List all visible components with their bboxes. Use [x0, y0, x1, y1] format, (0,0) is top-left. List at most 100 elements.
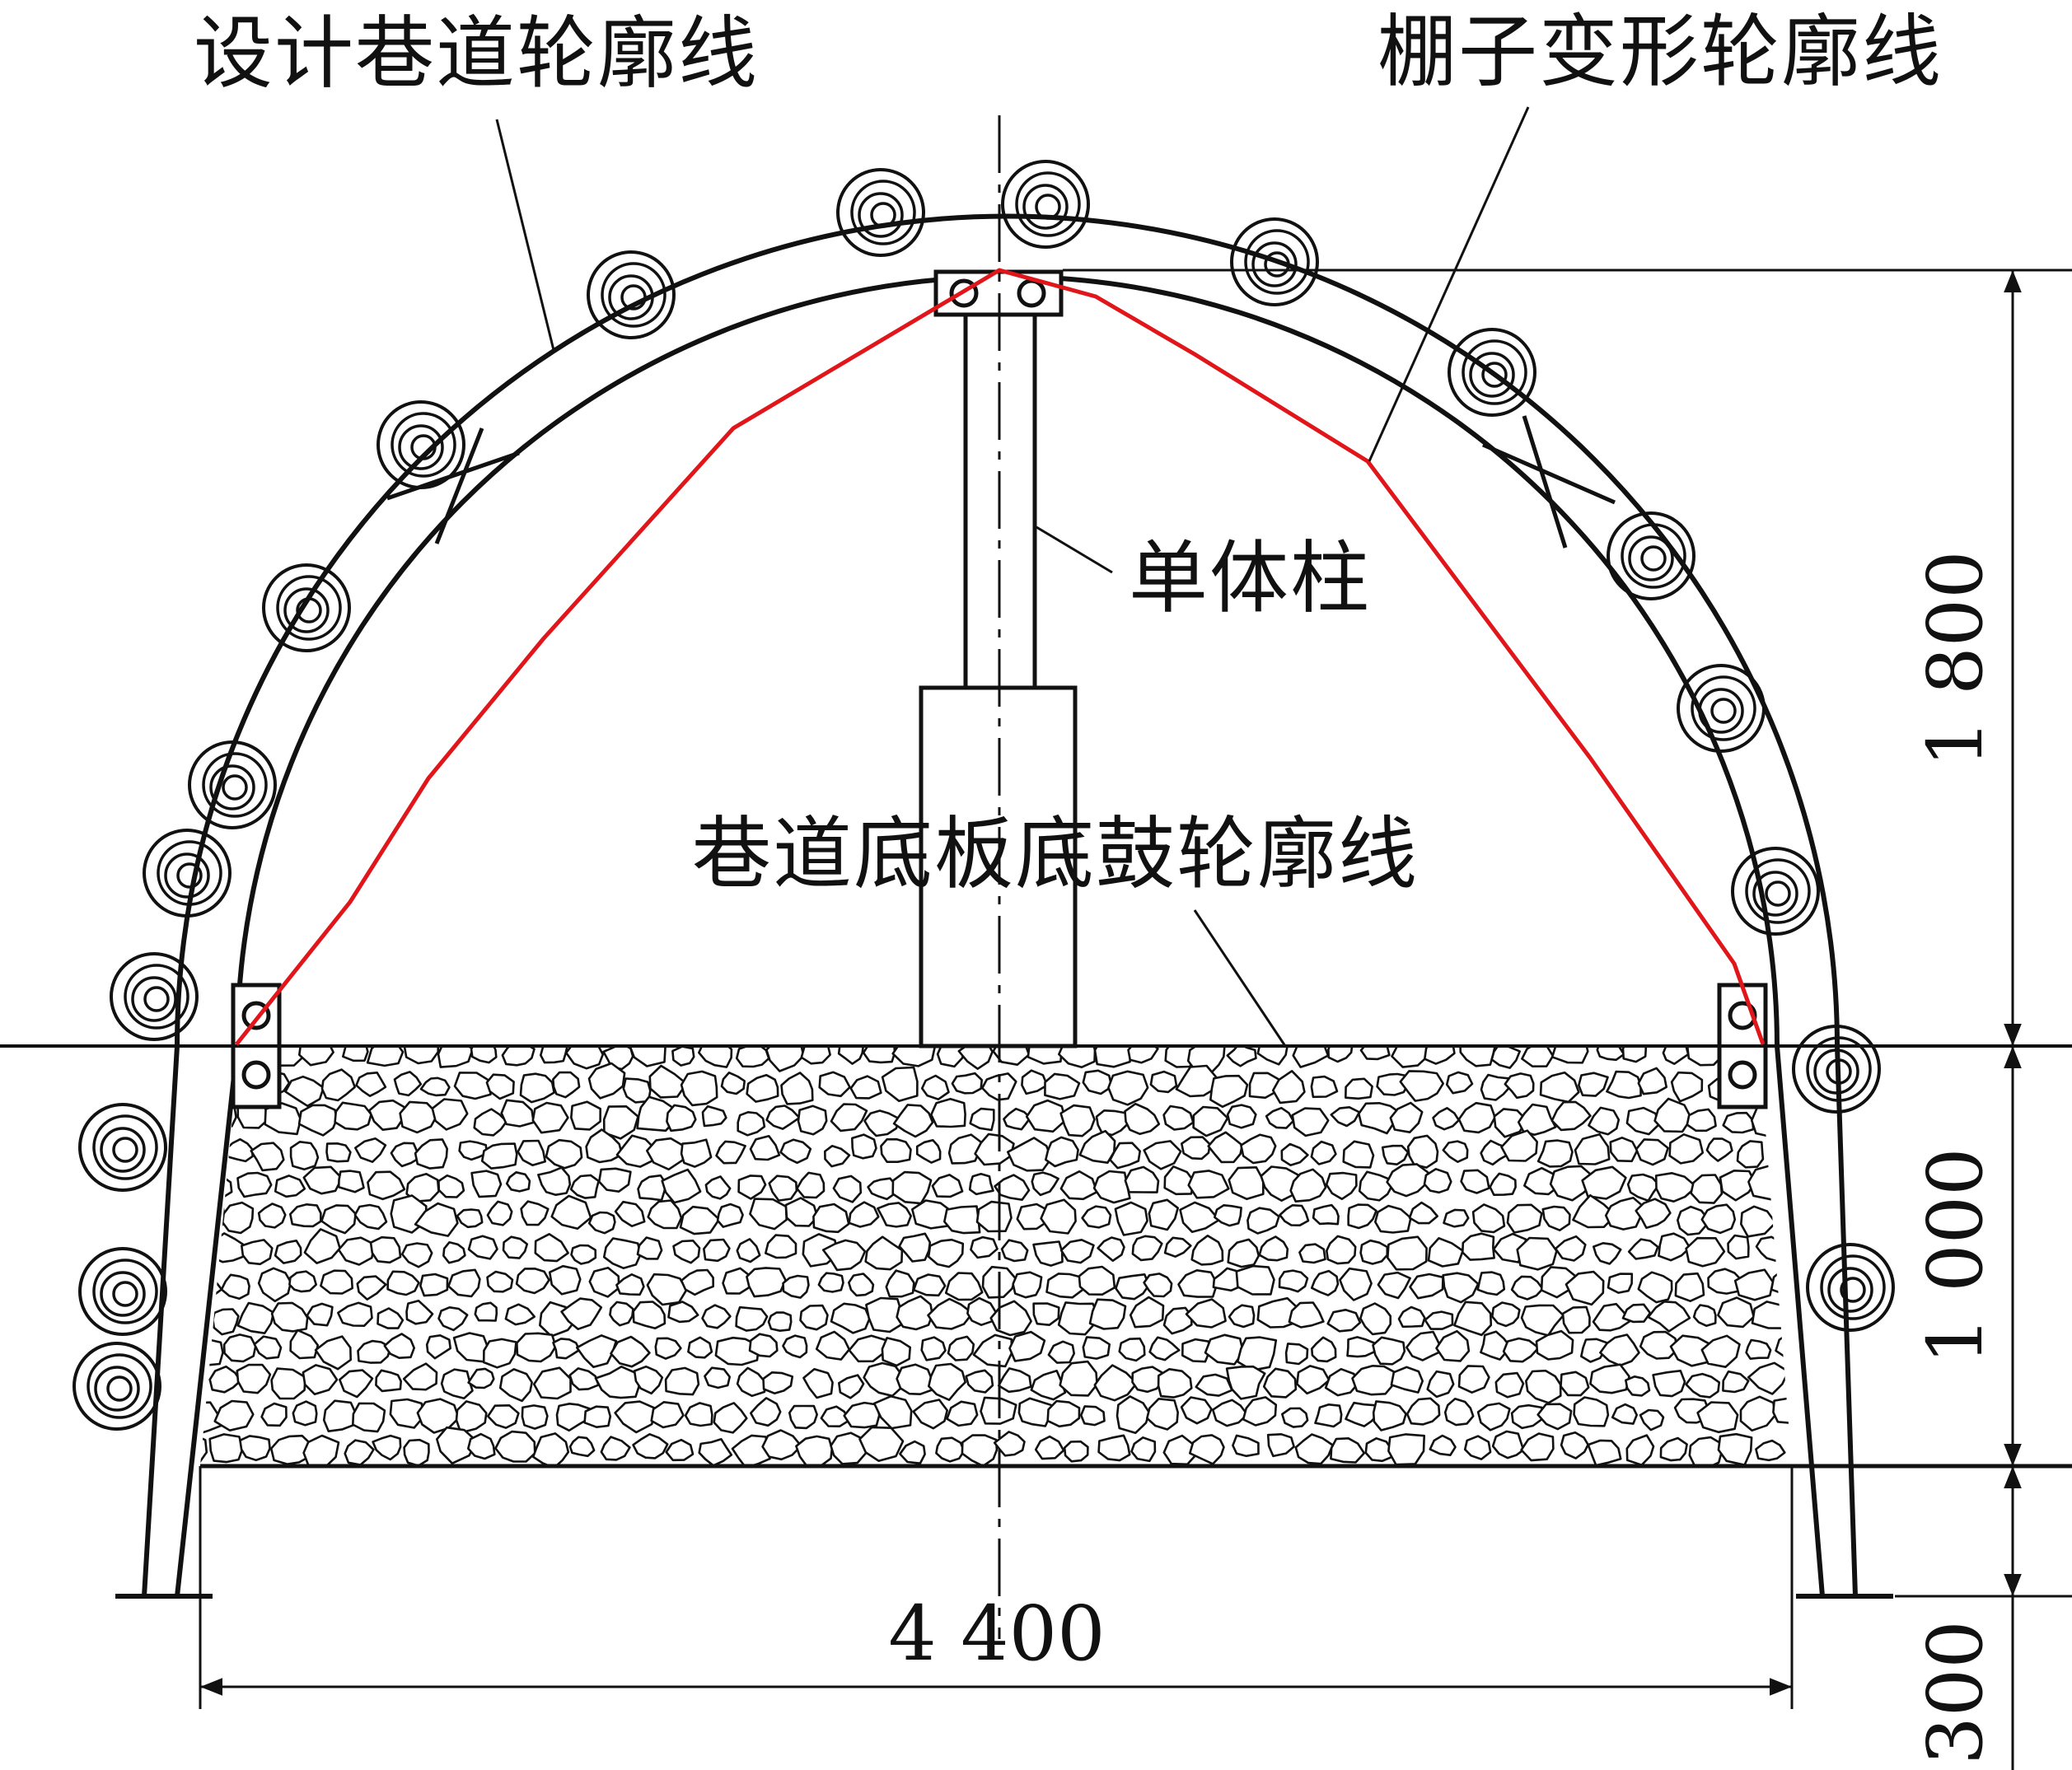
rubble-stone: [1443, 1398, 1475, 1427]
rubble-stone: [1502, 1337, 1540, 1363]
rubble-stone: [274, 1240, 302, 1264]
rubble-stone: [1228, 1166, 1265, 1201]
rubble-stone: [848, 1201, 880, 1228]
rubble-stone: [1232, 1434, 1260, 1458]
rubble-stone: [480, 1142, 518, 1170]
rubble-stone: [1500, 1129, 1538, 1162]
timber-log: [1677, 664, 1766, 753]
rubble-stone: [1312, 1203, 1340, 1226]
rubble-stone: [1157, 1368, 1193, 1399]
rubble-stone: [594, 1366, 641, 1399]
rubble-stone: [1471, 1203, 1506, 1234]
rubble-stone: [1185, 1298, 1227, 1329]
rubble-stone: [1770, 1263, 1792, 1296]
rubble-stone: [458, 1140, 489, 1161]
rubble-stone: [698, 1438, 733, 1466]
rubble-stone: [355, 1072, 387, 1097]
rubble-stone: [1242, 1396, 1278, 1427]
rubble-stone: [628, 1046, 667, 1067]
rubble-stone: [1226, 1104, 1257, 1129]
rubble-stone: [1007, 1137, 1053, 1172]
rubble-stone: [1535, 1329, 1574, 1361]
rubble-stone: [1541, 1205, 1571, 1231]
rubble-stone: [1081, 1205, 1112, 1229]
dim-heave-depth-value: 1 000: [1911, 1147, 2000, 1364]
rubble-stone: [654, 1337, 682, 1360]
rubble-stone: [768, 1175, 798, 1202]
rubble-stone: [517, 1139, 547, 1166]
rubble-stone: [736, 1238, 761, 1263]
rubble-stone: [664, 1366, 700, 1396]
rubble-stone: [1453, 1301, 1493, 1337]
rubble-stone: [1755, 1439, 1786, 1462]
rubble-stone: [437, 1306, 469, 1332]
rubble-stone: [274, 1175, 306, 1198]
rubble-stone: [1045, 1273, 1085, 1299]
rubble-stone: [1114, 1201, 1148, 1236]
rubble-stone: [782, 1334, 808, 1359]
rubble-stone: [1047, 1340, 1075, 1364]
rubble-stone: [1310, 1269, 1340, 1296]
rubble-stone: [716, 1203, 744, 1228]
rubble-stone: [636, 1236, 663, 1260]
rubble-stone: [1435, 1329, 1471, 1362]
rubble-stone: [880, 1137, 912, 1163]
rubble-stone: [1443, 1208, 1470, 1228]
rubble-stone: [1189, 1434, 1225, 1465]
rubble-stone: [1289, 1168, 1327, 1203]
rubble-stone: [587, 1062, 626, 1100]
rubble-stone: [1093, 1364, 1138, 1402]
rubble-stone: [1637, 1067, 1667, 1095]
rubble-stone: [414, 1202, 459, 1237]
rubble-stone: [947, 1335, 975, 1361]
top-pin-right: [1017, 278, 1046, 308]
rubble-stone: [1406, 1134, 1439, 1169]
rubble-stone: [1246, 1207, 1280, 1235]
rubble-stone: [1059, 1104, 1096, 1137]
rubble-stone: [367, 1170, 406, 1201]
rubble-stone: [1377, 1271, 1411, 1300]
rubble-stone: [1727, 1234, 1750, 1260]
rubble-stone: [661, 1168, 702, 1204]
rubble-stone: [633, 1365, 664, 1395]
rubble-stone: [550, 1194, 592, 1230]
rubble-stone: [1148, 1198, 1179, 1231]
rubble-stone: [1625, 1375, 1651, 1397]
rubble-stone: [1059, 1170, 1098, 1201]
rubble-stone: [749, 1397, 782, 1427]
timber-log: [836, 168, 925, 257]
rubble-stone: [632, 1301, 667, 1329]
rubble-stone: [1000, 1239, 1029, 1263]
rubble-stone: [1326, 1309, 1362, 1333]
rubble-stone: [881, 1066, 919, 1103]
rubble-stone: [1342, 1140, 1375, 1169]
rubble-stone: [551, 1071, 581, 1099]
rubble-stone: [257, 1203, 287, 1229]
rubble-stone: [1489, 1172, 1517, 1196]
rubble-stone: [1187, 1170, 1230, 1199]
rubble-stone: [236, 1363, 272, 1394]
rubble-stone: [221, 1201, 255, 1235]
rubble-stone: [1647, 1301, 1691, 1333]
rubble-stone: [1387, 1433, 1425, 1466]
rubble-stone: [1572, 1193, 1617, 1229]
rubble-stone: [1399, 1070, 1444, 1102]
rubble-stone: [1228, 1304, 1256, 1329]
label-shed-deformation-outline: 棚子变形轮廓线: [1377, 6, 1943, 98]
rubble-stone: [470, 1170, 503, 1198]
rubble-stone: [1539, 1071, 1580, 1104]
rubble-stone: [796, 1171, 826, 1199]
rubble-stone: [414, 1138, 449, 1170]
rubble-stone: [383, 1333, 416, 1359]
rubble-stone: [502, 1235, 529, 1259]
timber-log: [377, 400, 465, 489]
rubble-stone: [1124, 1165, 1160, 1193]
rubble-stone: [665, 1438, 695, 1462]
rubble-stone: [260, 1402, 288, 1427]
rubble-stone: [456, 1208, 484, 1229]
rubble-stone: [482, 1338, 517, 1369]
rubble-stone: [815, 1330, 851, 1361]
rubble-stone: [431, 1098, 469, 1131]
rubble-stone: [322, 1399, 358, 1432]
rubble-stone: [1325, 1171, 1358, 1201]
